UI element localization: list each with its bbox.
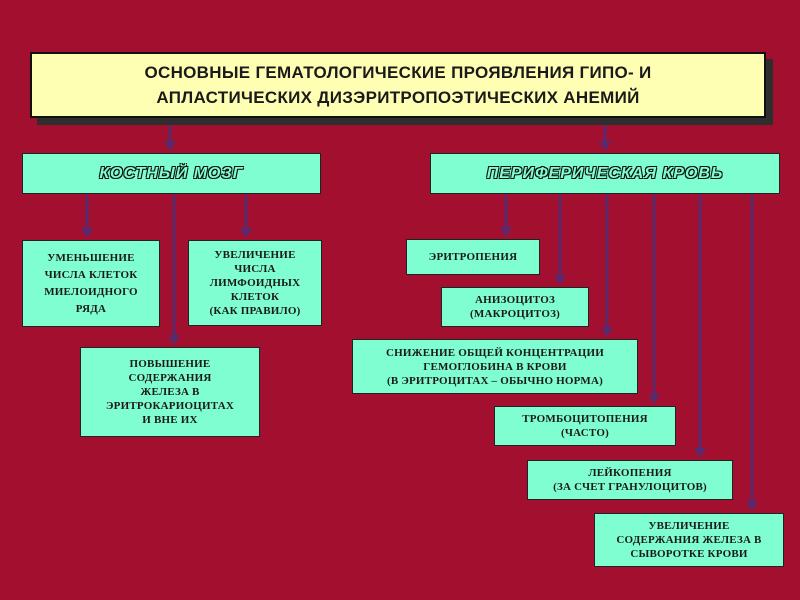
node-leukopenia: ЛЕЙКОПЕНИЯ (ЗА СЧЕТ ГРАНУЛОЦИТОВ): [527, 460, 733, 500]
node-lymphoid-increase: УВЕЛИЧЕНИЕ ЧИСЛА ЛИМФОИДНЫХ КЛЕТОК (КАК …: [188, 240, 322, 326]
arrow-title-to-peripheral-blood: [599, 121, 611, 151]
arrow-title-to-bone-marrow: [164, 121, 176, 151]
arrow-to-leukopenia: [694, 195, 706, 458]
node-hemoglobin-decrease: СНИЖЕНИЕ ОБЩЕЙ КОНЦЕНТРАЦИИ ГЕМОГЛОБИНА …: [352, 339, 638, 394]
node-serum-iron: УВЕЛИЧЕНИЕ СОДЕРЖАНИЯ ЖЕЛЕЗА В СЫВОРОТКЕ…: [594, 513, 784, 567]
arrow-to-hemoglobin: [601, 195, 613, 337]
arrow-to-serum-iron: [746, 195, 758, 511]
arrow-to-iron-increase: [168, 195, 180, 345]
arrow-to-anisocytosis: [554, 195, 566, 285]
node-myeloid-decrease: УМЕНЬШЕНИЕ ЧИСЛА КЛЕТОК МИЕЛОИДНОГО РЯДА: [22, 240, 160, 327]
node-anisocytosis: АНИЗОЦИТОЗ (МАКРОЦИТОЗ): [441, 287, 589, 327]
node-thrombocytopenia: ТРОМБОЦИТОПЕНИЯ (ЧАСТО): [494, 406, 676, 446]
category-peripheral-blood: ПЕРИФЕРИЧЕСКАЯ КРОВЬ: [430, 153, 780, 194]
arrow-to-erythropenia: [500, 195, 512, 237]
arrow-to-myeloid-decrease: [81, 195, 93, 238]
arrow-to-thrombocytopenia: [648, 195, 660, 404]
diagram-title: ОСНОВНЫЕ ГЕМАТОЛОГИЧЕСКИЕ ПРОЯВЛЕНИЯ ГИП…: [30, 52, 766, 118]
arrow-to-lymphoid-increase: [240, 195, 252, 238]
category-bone-marrow: КОСТНЫЙ МОЗГ: [22, 153, 321, 194]
node-erythropenia: ЭРИТРОПЕНИЯ: [406, 239, 540, 275]
node-iron-increase: ПОВЫШЕНИЕ СОДЕРЖАНИЯ ЖЕЛЕЗА В ЭРИТРОКАРИ…: [80, 347, 260, 437]
